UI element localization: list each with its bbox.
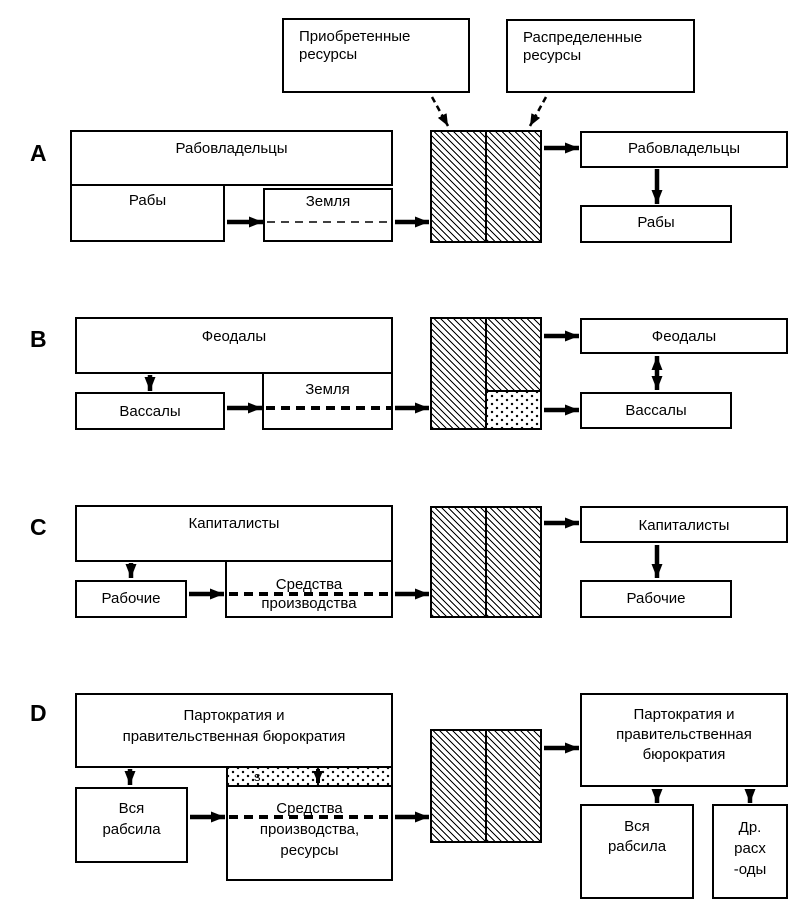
row-a-asset-box: Земля (263, 188, 393, 242)
surplus-s-label: s (254, 769, 261, 784)
hatch-right-half (487, 731, 540, 841)
row-b-owner-box: Феодалы (75, 317, 393, 374)
row-a-letter: A (30, 140, 47, 166)
hatch-divider (485, 731, 487, 841)
hatch-right-half (487, 132, 540, 241)
arrow-distributed-to-market (528, 96, 548, 127)
row-d-labor-box: Вся рабсила (75, 787, 188, 863)
legend-distributed-resources-box: Распределенные ресурсы (506, 19, 695, 93)
row-d-owner-box: Партократия и правительственная бюрократ… (75, 693, 393, 768)
row-a-right-labor-box: Рабы (580, 205, 732, 243)
row-a-market-hatched-box (430, 130, 542, 243)
row-c-owner-box: Капиталисты (75, 505, 393, 562)
row-d-right-labor-box: Вся рабсила (580, 804, 694, 899)
dotted-quadrant (487, 392, 540, 428)
hatch-divider (485, 319, 487, 428)
row-b-asset-box: Земля (262, 372, 393, 430)
row-b-letter: B (30, 326, 47, 352)
row-a-owner-box: Рабовладельцы (70, 130, 393, 186)
row-c-right-labor-box: Рабочие (580, 580, 732, 618)
row-b-labor-box: Вассалы (75, 392, 225, 430)
row-c-market-hatched-box (430, 506, 542, 618)
hatch-left-half (432, 508, 485, 616)
row-b-right-labor-box: Вассалы (580, 392, 732, 429)
hatch-right-half (487, 508, 540, 616)
row-a-right-owner-box: Рабовладельцы (580, 131, 788, 168)
hatch-right-top (487, 319, 540, 390)
arrow-acquired-to-market (430, 96, 450, 127)
row-d-surplus-strip: s (226, 766, 393, 787)
row-c-right-owner-box: Капиталисты (580, 506, 788, 543)
legend-acquired-resources-box: Приобретенные ресурсы (282, 18, 470, 93)
row-d-market-hatched-box (430, 729, 542, 843)
row-d-right-owner-box: Партократия и правительственная бюрократ… (580, 693, 788, 787)
hatch-right-divider (487, 390, 540, 392)
hatch-right-half (487, 319, 540, 428)
row-b-right-owner-box: Феодалы (580, 318, 788, 354)
row-d-letter: D (30, 700, 47, 726)
hatch-left-half (432, 132, 485, 241)
row-c-labor-box: Рабочие (75, 580, 187, 618)
row-b-market-hatched-box (430, 317, 542, 430)
row-d-asset-box: Средства производства, ресурсы (226, 785, 393, 881)
row-c-letter: C (30, 514, 47, 540)
hatch-left-half (432, 319, 485, 428)
hatch-divider (485, 132, 487, 241)
row-c-asset-box: Средства производства (225, 560, 393, 618)
hatch-left-half (432, 731, 485, 841)
row-a-labor-box: Рабы (70, 184, 225, 242)
hatch-divider (485, 508, 487, 616)
row-d-right-other-box: Др. расх -оды (712, 804, 788, 899)
